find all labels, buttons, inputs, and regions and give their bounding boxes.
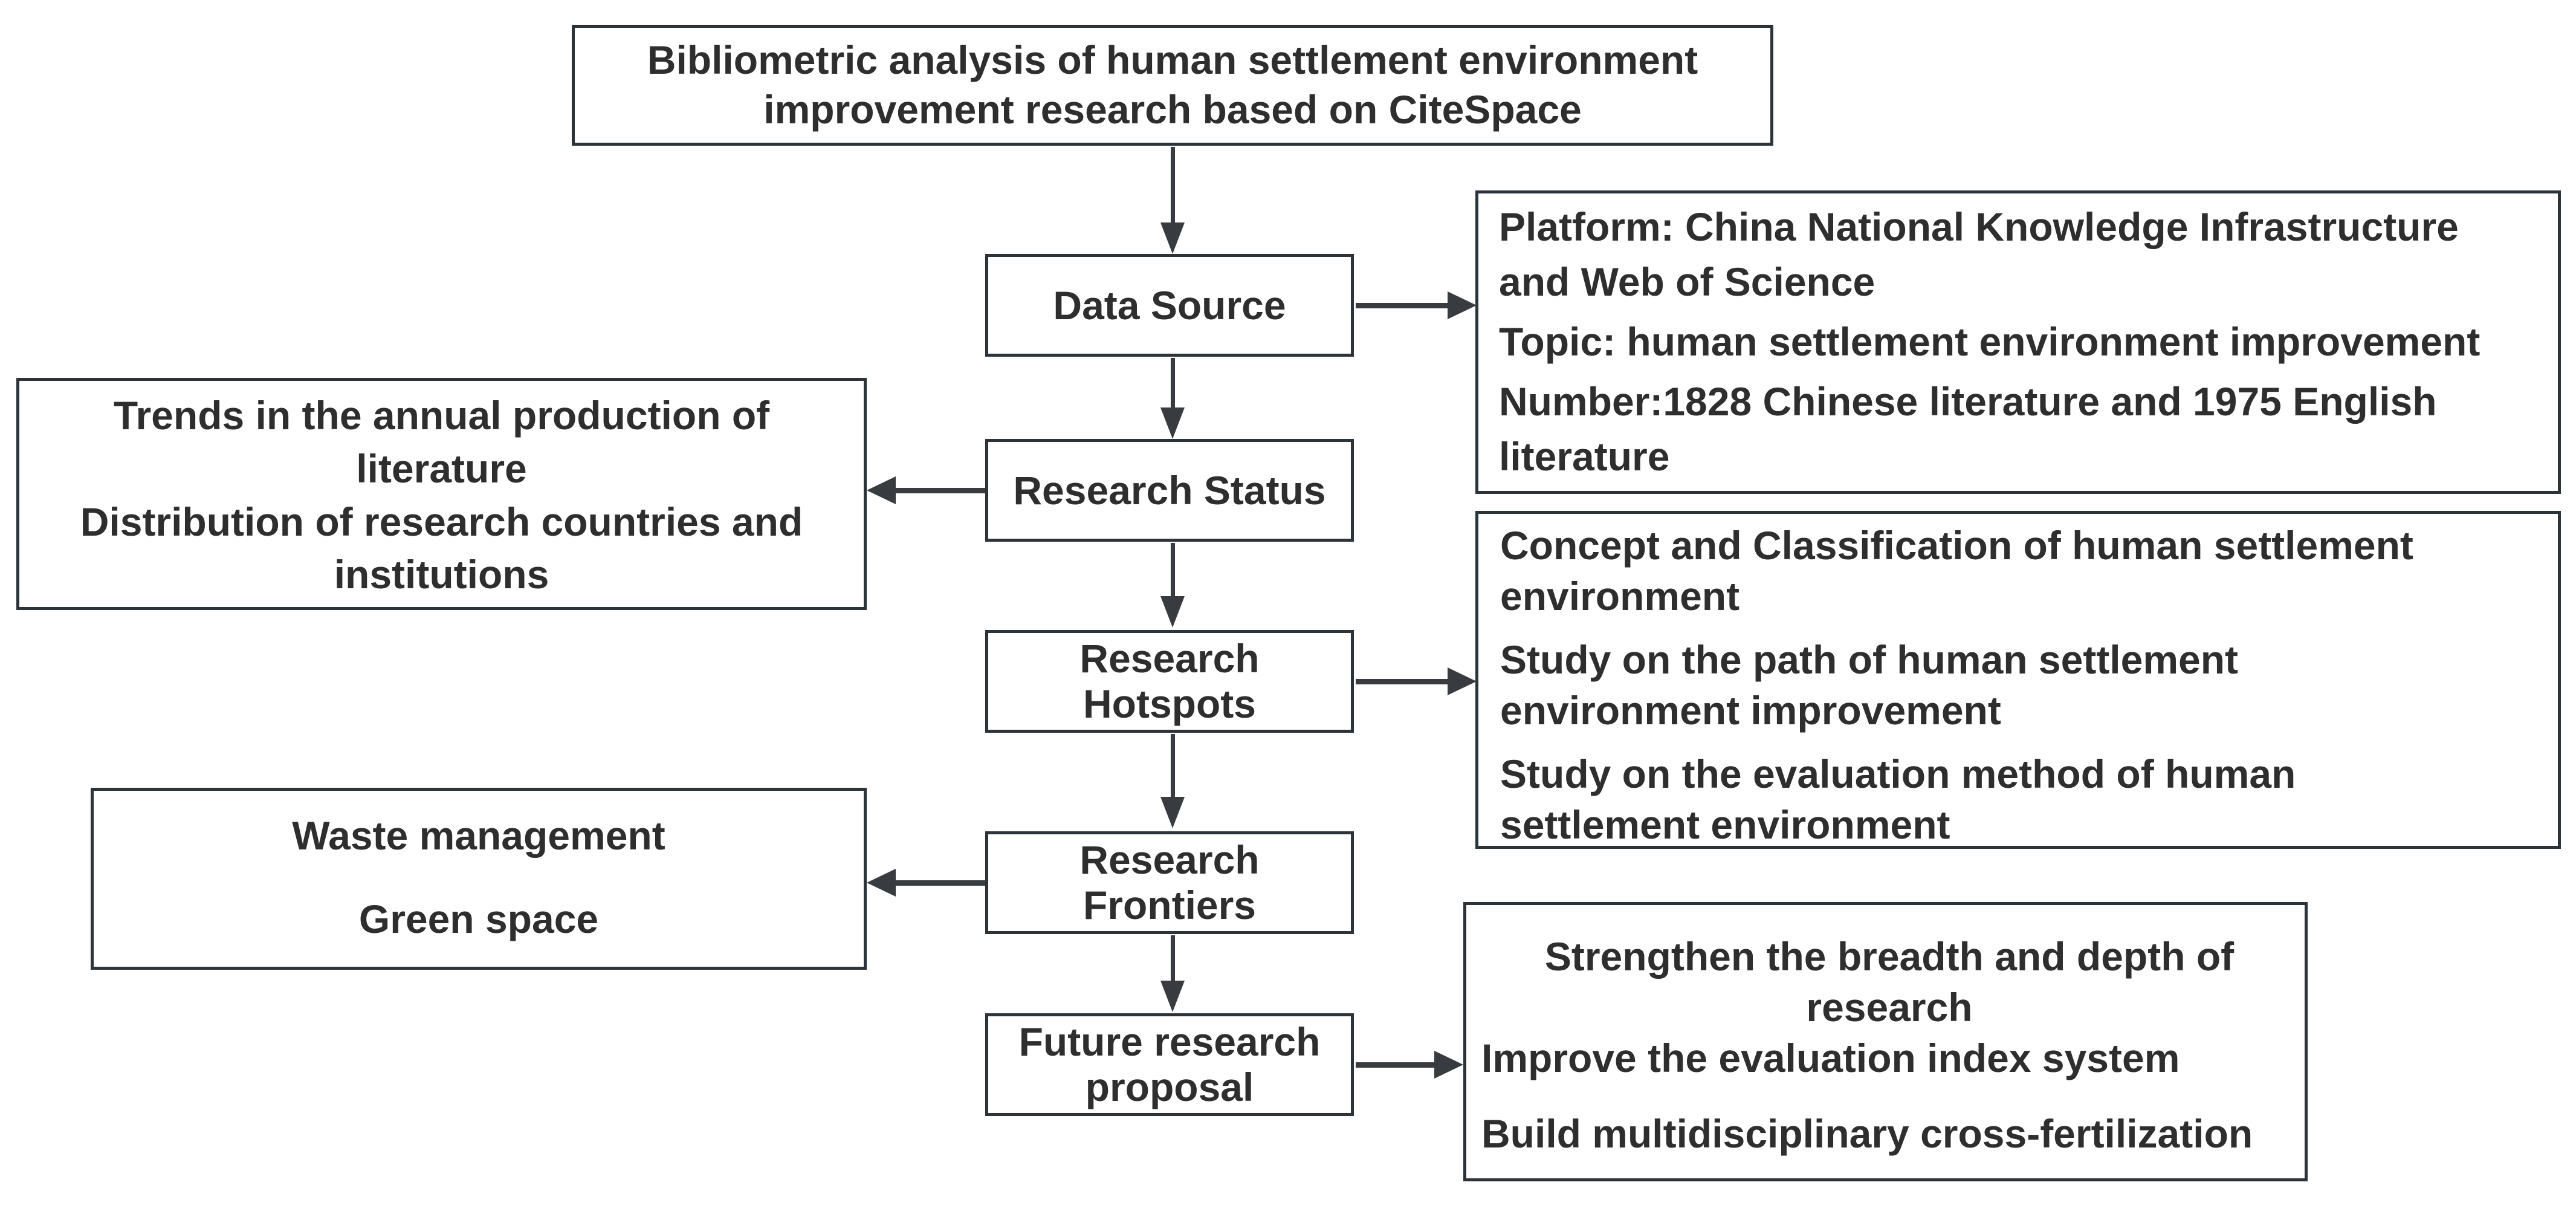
detail-box-research-status: Trends in the annual production of liter… (16, 378, 867, 610)
detail-line: Concept and Classification of human sett… (1500, 523, 2413, 619)
node-label: Research Hotspots (1079, 636, 1260, 726)
connector-line (896, 880, 985, 886)
detail-line: Distribution of research countries and i… (80, 499, 803, 597)
node-label: Future research proposal (1018, 1019, 1321, 1109)
detail-content: Platform: China National Knowledge Infra… (1499, 200, 2508, 484)
node-research-hotspots: Research Hotspots (985, 630, 1354, 733)
detail-line: Number:1828 Chinese literature and 1975 … (1499, 379, 2437, 479)
node-future-research-proposal: Future research proposal (985, 1013, 1354, 1116)
connector-line (1356, 679, 1449, 684)
detail-content: Concept and Classification of human sett… (1500, 520, 2455, 851)
node-research-frontiers: Research Frontiers (985, 831, 1354, 934)
title-text: Bibliometric analysis of human settlemen… (647, 37, 1698, 132)
detail-content: Trends in the annual production of liter… (53, 389, 830, 602)
detail-box-research-frontiers: Waste management Green space (91, 788, 867, 970)
connector-line (1171, 358, 1175, 409)
right-arrow-icon (1434, 1051, 1463, 1079)
node-label: Data Source (1053, 282, 1286, 328)
connector-line (1171, 734, 1175, 798)
detail-line: Trends in the annual production of liter… (113, 393, 770, 491)
detail-line: Study on the evaluation method of human … (1500, 751, 2296, 848)
connector-line (896, 488, 985, 493)
node-label: Research Frontiers (1079, 837, 1260, 927)
detail-box-future-research-proposal: Strengthen the breadth and depth of rese… (1463, 902, 2308, 1181)
detail-content: Strengthen the breadth and depth of rese… (1481, 932, 2297, 1160)
connector-line (1171, 935, 1175, 982)
detail-content: Waste management Green space (94, 810, 864, 946)
detail-line: Improve the evaluation index system (1481, 1035, 2180, 1080)
right-arrow-icon (1448, 667, 1477, 695)
node-research-status: Research Status (985, 439, 1354, 542)
left-arrow-icon (867, 869, 896, 897)
connector-line (1356, 303, 1449, 308)
detail-line: Strengthen the breadth and depth of rese… (1544, 934, 2235, 1030)
down-arrow-icon (1160, 222, 1185, 254)
connector-line (1171, 147, 1175, 224)
detail-line: Platform: China National Knowledge Infra… (1499, 204, 2459, 305)
detail-line: Study on the path of human settlement en… (1500, 637, 2239, 733)
detail-line: Build multidisciplinary cross-fertilizat… (1481, 1111, 2253, 1157)
node-label: Research Status (1013, 467, 1326, 513)
title-node: Bibliometric analysis of human settlemen… (572, 25, 1773, 146)
right-arrow-icon (1448, 291, 1477, 319)
detail-box-data-source: Platform: China National Knowledge Infra… (1475, 190, 2561, 494)
down-arrow-icon (1160, 407, 1185, 439)
down-arrow-icon (1160, 797, 1185, 828)
connector-line (1171, 543, 1175, 597)
down-arrow-icon (1160, 981, 1185, 1012)
node-data-source: Data Source (985, 254, 1354, 357)
detail-line: Waste management (292, 813, 665, 858)
left-arrow-icon (867, 476, 896, 504)
connector-line (1356, 1062, 1436, 1068)
detail-box-research-hotspots: Concept and Classification of human sett… (1475, 511, 2561, 849)
down-arrow-icon (1160, 596, 1185, 628)
detail-line: Topic: human settlement environment impr… (1499, 319, 2481, 365)
detail-line: Green space (358, 896, 599, 941)
